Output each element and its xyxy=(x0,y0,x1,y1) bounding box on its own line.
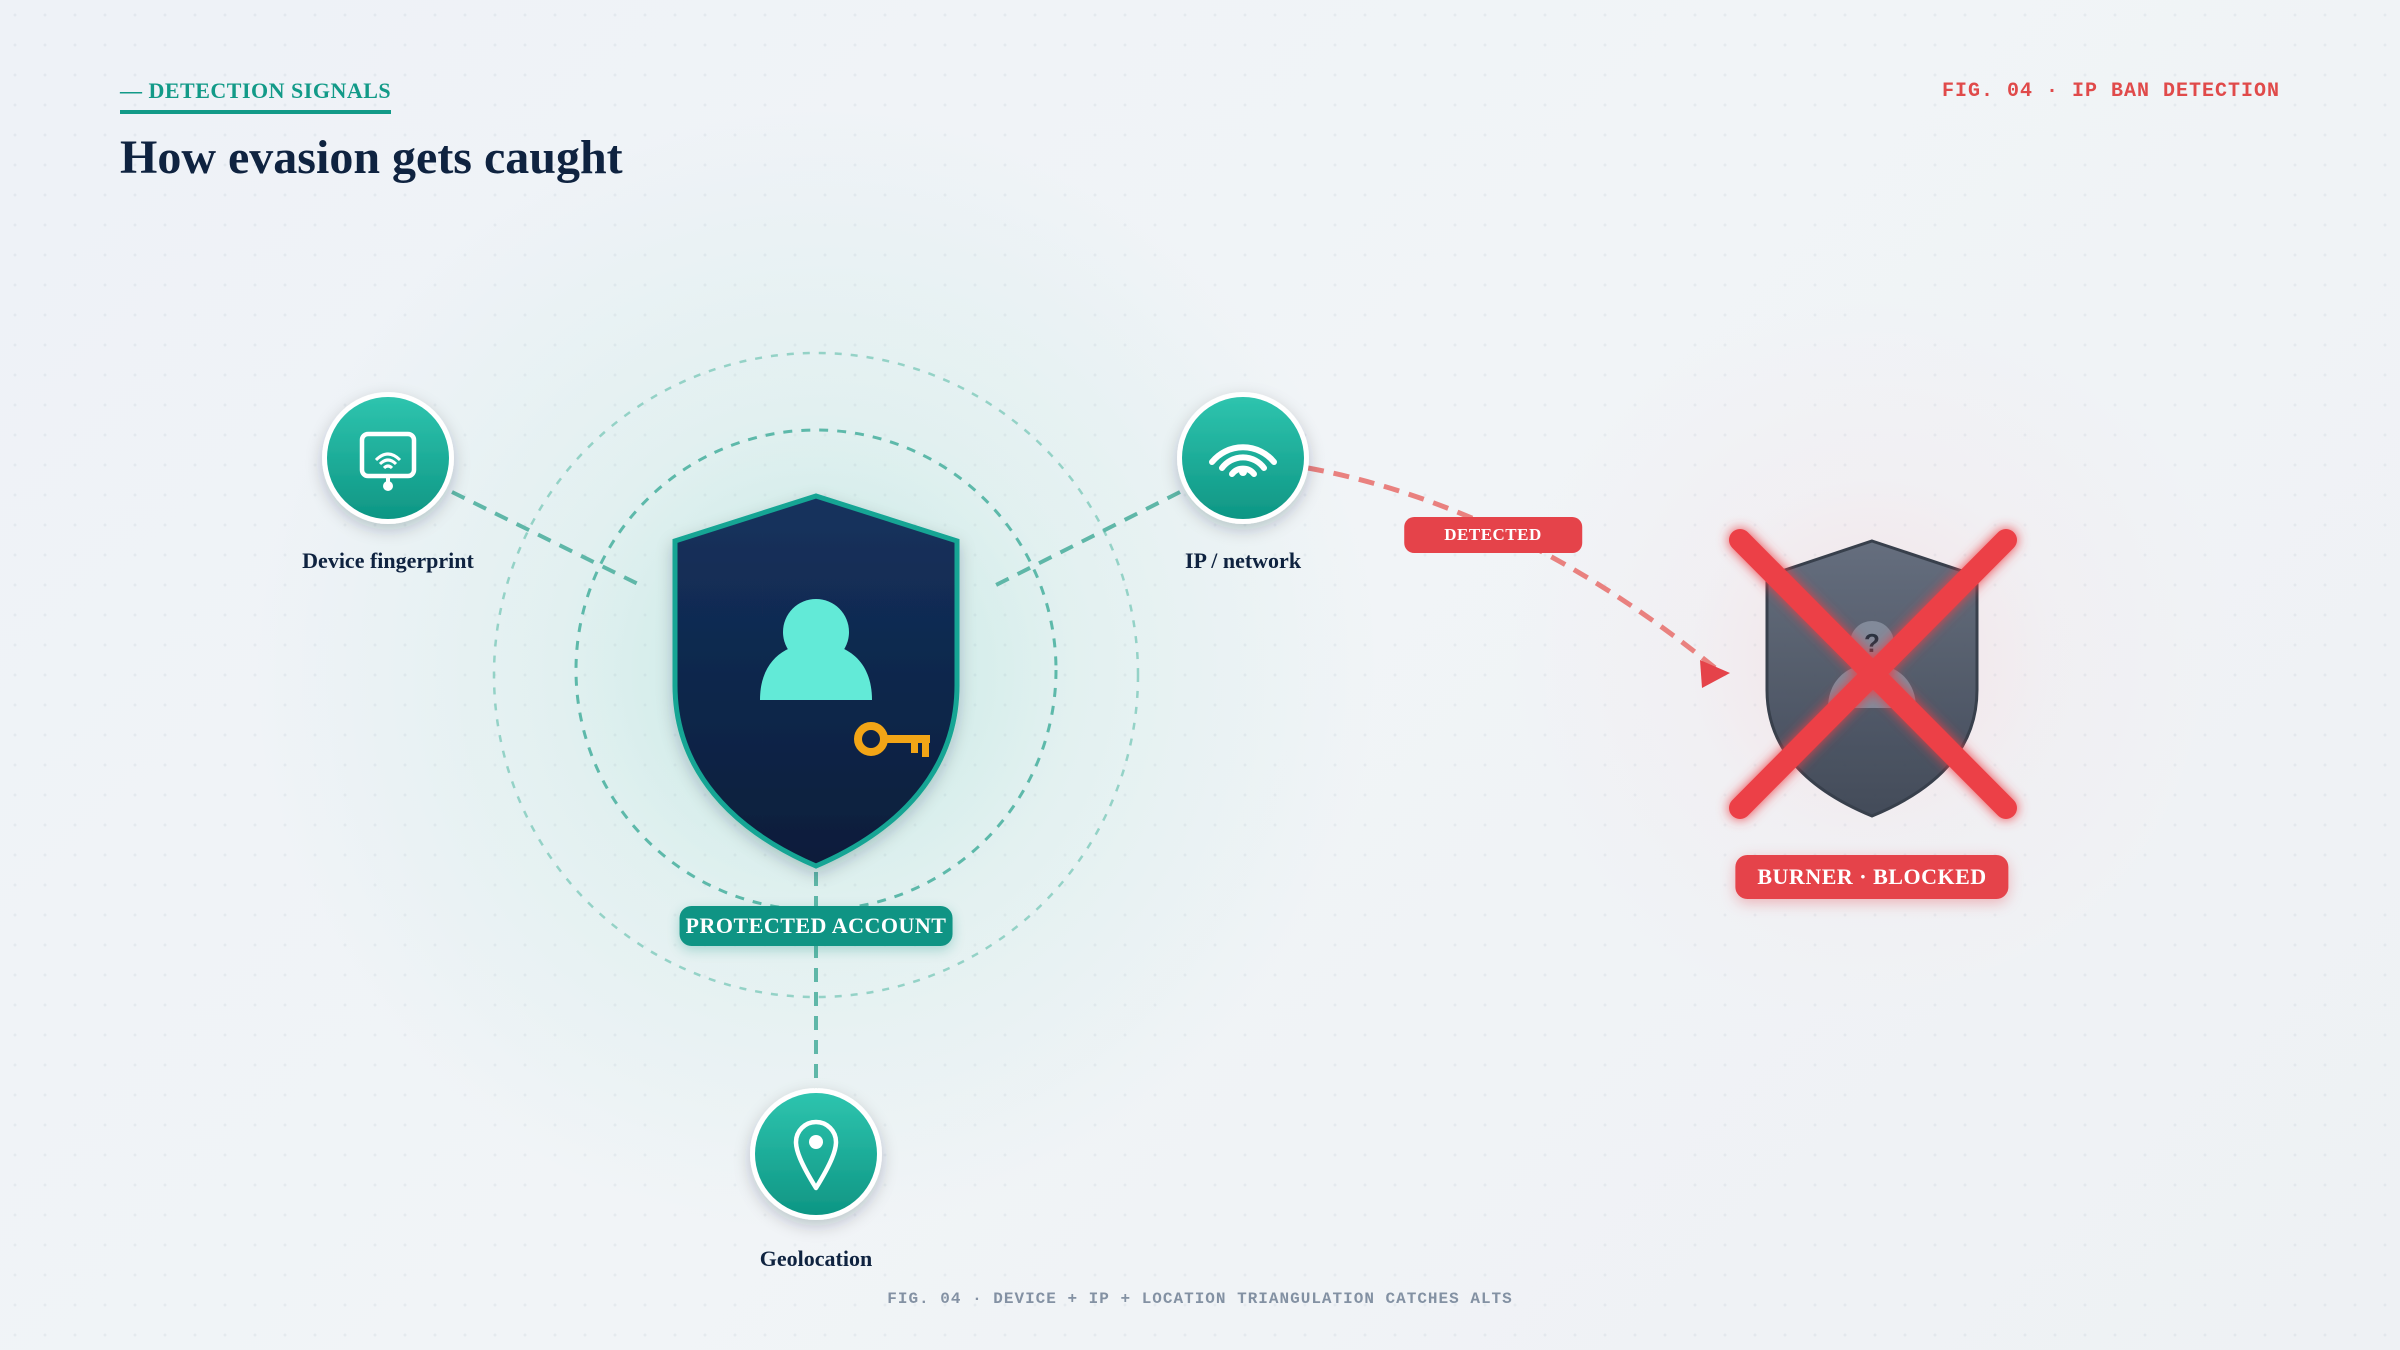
burner-mark: ? xyxy=(1864,628,1880,658)
geolocation-label: Geolocation xyxy=(759,1246,873,1271)
section-eyebrow: — DETECTION SIGNALS xyxy=(120,78,392,114)
orbit-ring-outer xyxy=(492,351,1140,999)
cross-icon xyxy=(1729,529,2017,819)
figure-caption: FIG. 04 · DEVICE + IP + LOCATION TRIANGU… xyxy=(887,1290,1513,1308)
detected-badge: DETECTED xyxy=(1404,517,1582,553)
connector-device xyxy=(451,490,641,587)
key-icon xyxy=(854,722,930,757)
device-fingerprint-icon xyxy=(359,431,417,491)
connector-network xyxy=(995,490,1181,587)
geolocation-node xyxy=(750,1088,882,1220)
detected-arc xyxy=(1307,465,1722,674)
wifi-icon xyxy=(1209,444,1277,477)
protected-account-badge: PROTECTED ACCOUNT xyxy=(679,906,953,946)
page-title: How evasion gets caught xyxy=(120,131,623,184)
device-fingerprint-node xyxy=(322,392,454,524)
orbit-ring-inner xyxy=(574,428,1058,912)
ip-network-label: IP / network xyxy=(1184,548,1302,573)
burner-blocked-badge: BURNER · BLOCKED xyxy=(1735,855,2009,899)
figure-tag: FIG. 04 · IP BAN DETECTION xyxy=(1941,80,2280,103)
arrow-head-icon xyxy=(1700,660,1730,688)
location-pin-icon xyxy=(793,1119,839,1191)
user-icon xyxy=(760,599,872,700)
device-fingerprint-label: Device fingerprint xyxy=(302,548,474,573)
